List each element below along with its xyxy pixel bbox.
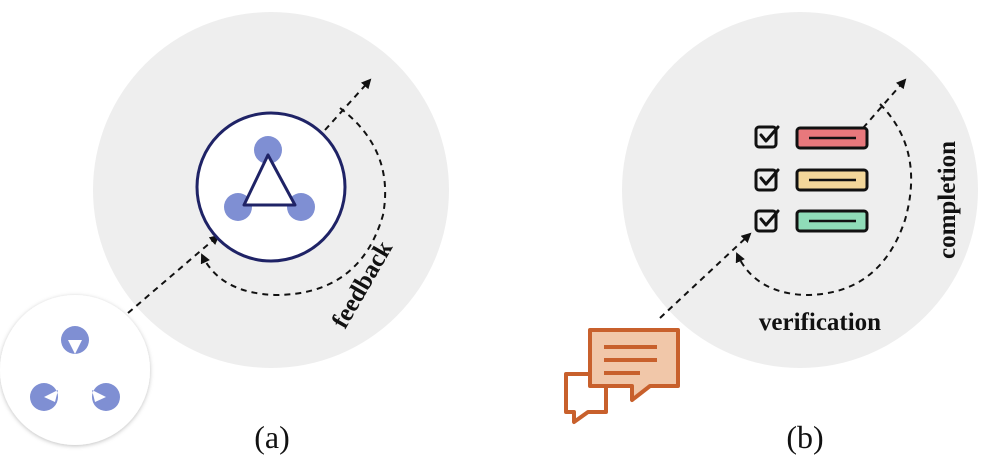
checklist-row <box>754 125 869 150</box>
triangle-blob-top <box>254 136 282 164</box>
panel-b: verification completion (b) <box>564 12 978 455</box>
checklist <box>754 125 869 233</box>
panel-b-caption: (b) <box>786 419 823 455</box>
panel-a-output-arrow <box>324 78 372 131</box>
checkbox-icon <box>754 209 778 233</box>
panel-a-input-arrow <box>127 234 220 314</box>
panel-a-caption: (a) <box>254 419 290 455</box>
panel-b-input-arrow <box>659 232 752 319</box>
chat-bubbles-icon <box>564 328 680 424</box>
checklist-row <box>754 209 869 233</box>
completion-label: completion <box>934 141 961 259</box>
pacman-top-icon <box>61 326 89 354</box>
pacman-left-icon <box>30 383 58 411</box>
checklist-row <box>754 168 869 192</box>
verification-loop-arrow <box>735 103 913 297</box>
checkbox-icon <box>754 125 778 149</box>
kanizsa-pacman-icons <box>30 326 120 411</box>
triangle-icon <box>242 153 297 207</box>
checkmark-icon <box>759 168 780 186</box>
checkmark-icon <box>759 209 780 227</box>
input-illusion-circle <box>0 295 150 445</box>
panel-a: feedback (a) <box>0 12 449 455</box>
verification-label: verification <box>759 309 881 336</box>
checkmark-icon <box>759 125 780 143</box>
feedback-loop-arrow <box>200 107 387 297</box>
checkbox-icon <box>754 168 778 192</box>
pacman-right-icon <box>92 383 120 411</box>
